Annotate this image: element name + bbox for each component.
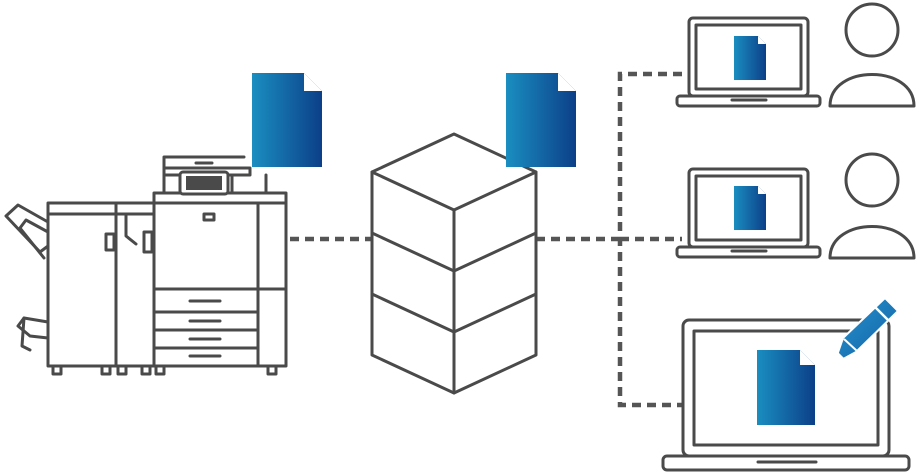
printer-icon [4, 155, 288, 376]
user-icon [828, 152, 916, 260]
document-icon [757, 350, 815, 425]
connections [290, 71, 682, 408]
document-icon [734, 36, 766, 80]
server-stack-icon [370, 132, 538, 395]
user-icon [828, 2, 916, 108]
laptop-icon [675, 16, 822, 108]
document-icon [734, 186, 766, 230]
document-icon [252, 73, 322, 167]
document-icon [506, 73, 576, 167]
pen-icon [833, 297, 899, 365]
